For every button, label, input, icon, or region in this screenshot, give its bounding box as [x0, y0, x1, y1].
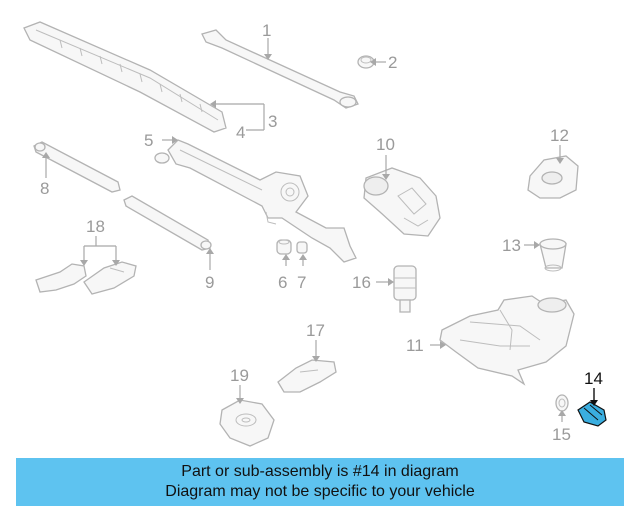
callout-19: 19: [230, 366, 249, 385]
grommet: [555, 394, 569, 412]
callout-7: 7: [297, 273, 306, 292]
callout-11: 11: [406, 336, 424, 355]
link-rod-upper: [33, 141, 121, 193]
callout-2: 2: [388, 53, 397, 72]
callout-1: 1: [262, 21, 271, 40]
callout-13: 13: [502, 236, 521, 255]
callout-12: 12: [550, 126, 569, 145]
callout-5: 5: [144, 131, 153, 150]
link-rod-lower: [123, 195, 212, 251]
callout-15: 15: [552, 425, 571, 444]
info-banner: Part or sub-assembly is #14 in diagram D…: [16, 458, 624, 506]
highlighted-part-14: [577, 401, 607, 427]
wiper-motor: [363, 167, 441, 237]
callout-17: 17: [306, 321, 325, 340]
washer-nozzle-17: [277, 359, 337, 393]
reservoir-cap: [527, 155, 579, 199]
banner-line-disclaimer: Diagram may not be specific to your vehi…: [165, 483, 475, 500]
parts-diagram: 1 2 3 4 5 6 7 8 9 10 11 12 13 14 15 16 1…: [23, 21, 607, 447]
callout-14: 14: [584, 369, 603, 388]
wiper-blade: [23, 21, 227, 133]
callout-10: 10: [376, 135, 395, 154]
leader-lines: [42, 38, 566, 422]
leader-line-14: [590, 388, 598, 406]
washer-nozzle-left: [35, 263, 87, 293]
callout-8: 8: [40, 179, 49, 198]
washer-pump: [393, 265, 417, 313]
bushing-7: [296, 241, 308, 254]
callout-6: 6: [278, 273, 287, 292]
callout-18: 18: [86, 217, 105, 236]
washer-nozzle-19: [219, 399, 275, 447]
callout-9: 9: [205, 273, 214, 292]
callout-3: 3: [268, 112, 277, 131]
washer-nozzle-right: [83, 261, 137, 295]
wiper-arm: [201, 29, 359, 109]
callout-16: 16: [352, 273, 371, 292]
banner-line-part-number: Part or sub-assembly is #14 in diagram: [181, 463, 459, 480]
washer-reservoir: [439, 295, 575, 386]
filler-strainer: [539, 238, 567, 272]
linkage-assembly: [154, 139, 357, 263]
bushing-6: [276, 239, 292, 255]
callout-4: 4: [236, 123, 245, 142]
